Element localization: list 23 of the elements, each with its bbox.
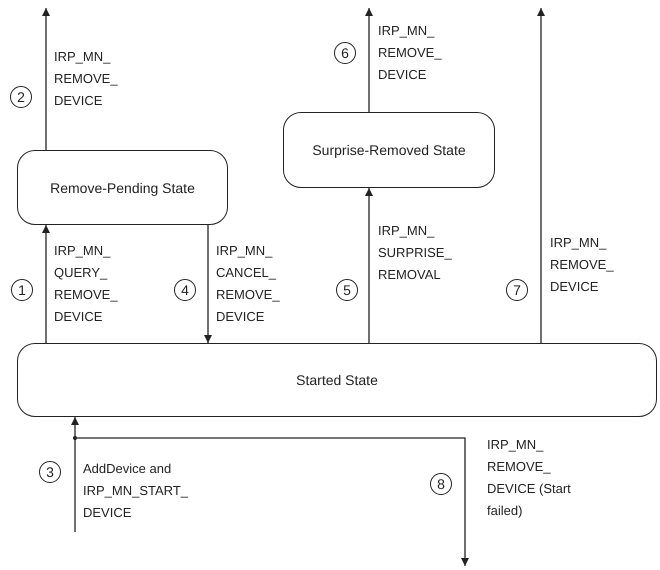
state-name: Started State (296, 371, 378, 390)
callout-number: 4 (174, 279, 196, 301)
arrow (365, 8, 373, 112)
callout-number: 8 (430, 473, 452, 495)
arrow (71, 417, 79, 532)
state-box (283, 112, 495, 188)
state-box (17, 343, 657, 417)
callout-number: 2 (10, 86, 32, 108)
arrow (537, 8, 545, 343)
state-name: Remove-Pending State (50, 178, 195, 198)
arrow (204, 225, 212, 343)
callout-number: 3 (39, 461, 61, 483)
callout-number: 1 (11, 279, 33, 301)
arrow (365, 188, 373, 343)
arrow (42, 8, 50, 150)
state-box (17, 150, 228, 225)
callout-number: 7 (506, 279, 528, 301)
arrow (42, 225, 50, 343)
callout-number: 5 (336, 279, 358, 301)
junction-dot (73, 436, 77, 440)
state-name: Surprise-Removed State (312, 141, 466, 160)
arrow (77, 437, 469, 566)
callout-number: 6 (334, 42, 356, 64)
